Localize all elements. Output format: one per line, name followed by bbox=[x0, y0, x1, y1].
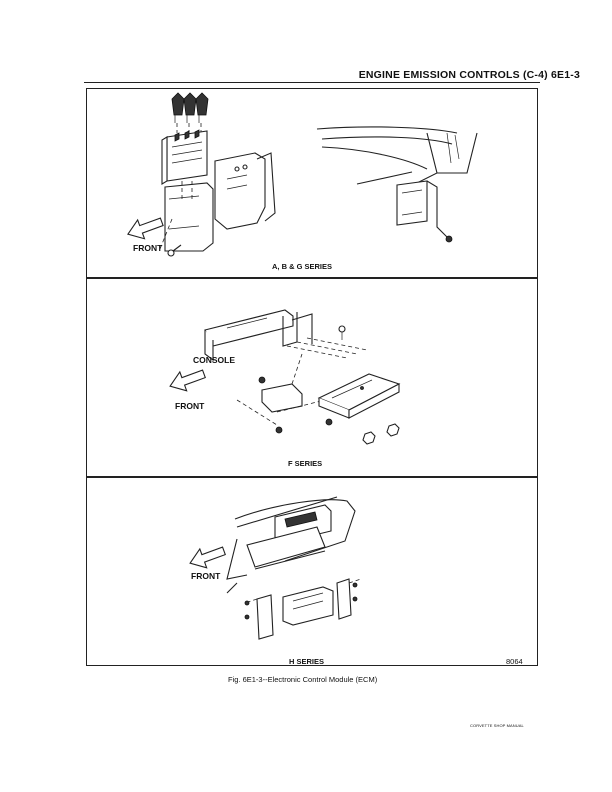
ecm-illustration-a-b-g bbox=[127, 92, 478, 257]
caption-a-b-g-series: A, B & G SERIES bbox=[272, 262, 333, 271]
header-rule bbox=[84, 82, 540, 83]
ecm-illustration-h bbox=[189, 496, 362, 640]
panel-separator-top bbox=[87, 277, 537, 279]
console-bracket bbox=[204, 309, 368, 362]
front-label-top: FRONT bbox=[133, 243, 163, 253]
ecm-illustration-f bbox=[169, 309, 401, 445]
ecm-module bbox=[161, 129, 208, 185]
front-arrow-icon bbox=[189, 546, 226, 569]
front-arrow-icon bbox=[169, 369, 206, 392]
mounting-nuts bbox=[362, 423, 400, 445]
ecm-mount-f bbox=[236, 353, 358, 434]
harness-connectors bbox=[171, 92, 209, 133]
caption-f-series: F SERIES bbox=[288, 459, 323, 468]
caption-h-series: H SERIES bbox=[289, 657, 325, 666]
mounting-bracket bbox=[214, 152, 276, 230]
footer-text: CORVETTE SHOP MANUAL bbox=[470, 723, 524, 728]
front-label-middle: FRONT bbox=[175, 401, 205, 411]
side-brackets bbox=[244, 578, 362, 640]
figure-frame bbox=[86, 88, 538, 666]
front-label-bottom: FRONT bbox=[191, 571, 221, 581]
figure-number: 8064 bbox=[506, 657, 523, 666]
ecm-module bbox=[317, 373, 401, 419]
screw-icon bbox=[167, 244, 182, 257]
page-header-title: ENGINE EMISSION CONTROLS (C-4) 6E1-3 bbox=[358, 69, 580, 81]
front-arrow-icon bbox=[127, 217, 164, 240]
dashboard-illustration bbox=[316, 126, 478, 243]
glove-box-illustration bbox=[226, 496, 356, 594]
panel-separator-bottom bbox=[87, 476, 537, 478]
ecm-holder bbox=[159, 181, 214, 252]
ecm-module bbox=[282, 586, 334, 626]
console-label: CONSOLE bbox=[193, 355, 236, 365]
figure-caption: Fig. 6E1-3--Electronic Control Module (E… bbox=[228, 675, 378, 684]
